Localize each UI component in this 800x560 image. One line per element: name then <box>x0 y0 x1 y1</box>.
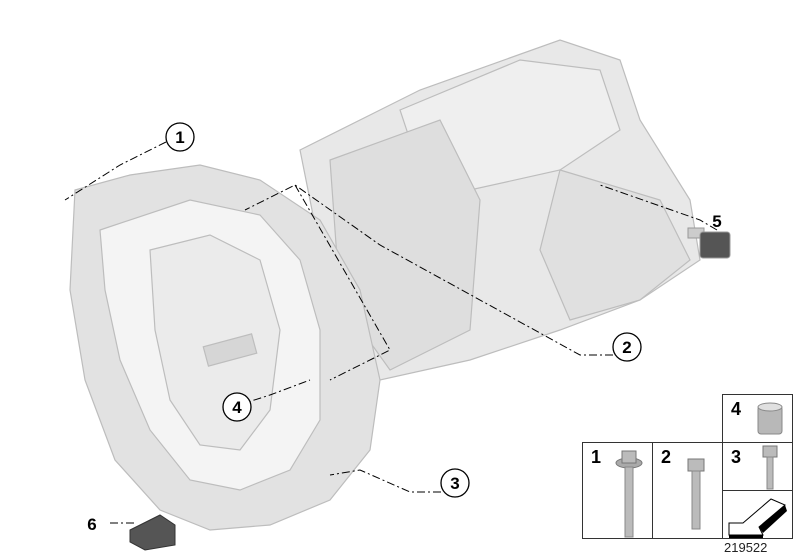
callout-2[interactable]: 2 <box>612 332 642 362</box>
svg-text:1: 1 <box>175 128 184 147</box>
callout-3[interactable]: 3 <box>440 468 470 498</box>
parts-cell-label: 1 <box>591 447 602 467</box>
parts-cell-label: 4 <box>731 399 742 419</box>
parts-cell-2[interactable]: 2 <box>652 442 723 539</box>
parts-cell-1[interactable]: 1 <box>582 442 653 539</box>
bolt-icon <box>762 445 778 490</box>
callout-1[interactable]: 1 <box>165 122 195 152</box>
part-5-sensor <box>687 227 731 259</box>
reference-number: 219522 <box>724 540 768 555</box>
sleeve-icon <box>757 402 783 435</box>
direction-arrow-icon <box>728 498 787 538</box>
callout-6[interactable]: 6 <box>87 515 96 534</box>
parts-cell-label: 2 <box>661 447 672 467</box>
parts-cell-4[interactable]: 4 <box>722 394 793 443</box>
callout-5[interactable]: 5 <box>712 212 721 231</box>
callout-4[interactable]: 4 <box>222 392 252 422</box>
parts-cell-label: 3 <box>731 447 742 467</box>
bolt-icon <box>687 458 705 530</box>
svg-text:4: 4 <box>232 398 242 417</box>
svg-text:2: 2 <box>622 338 631 357</box>
parts-cell-arrow <box>722 490 793 539</box>
parts-cell-3[interactable]: 3 <box>722 442 793 491</box>
part-6-mount <box>129 514 176 551</box>
bolt-icon <box>615 450 643 538</box>
transmission-housing <box>69 39 701 531</box>
svg-text:3: 3 <box>450 474 459 493</box>
